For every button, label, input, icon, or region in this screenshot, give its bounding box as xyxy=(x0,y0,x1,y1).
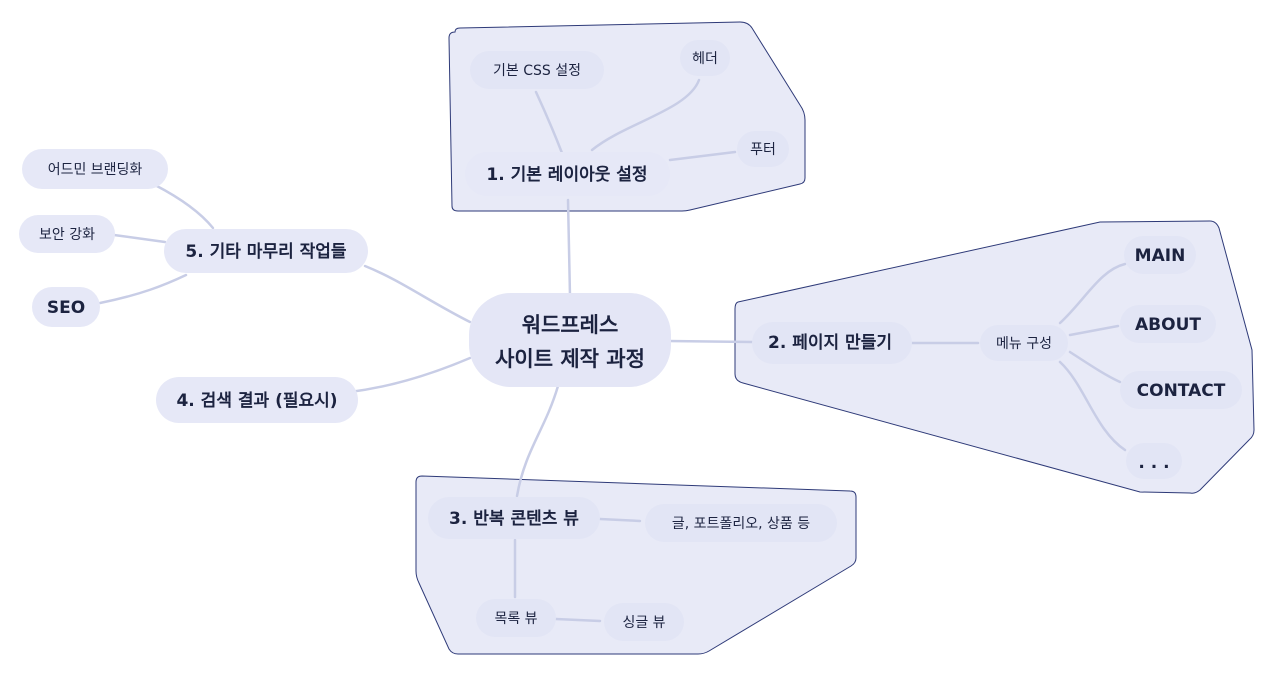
edge-branch1-footer xyxy=(668,150,737,162)
branch1-label: 1. 기본 레이아웃 설정 xyxy=(486,165,647,185)
edge-menu-more xyxy=(1058,360,1127,452)
branch4-label: 4. 검색 결과 (필요시) xyxy=(176,391,337,411)
branch1-footer-label: 푸터 xyxy=(750,142,776,158)
branch4-node[interactable]: 4. 검색 결과 (필요시) xyxy=(156,377,358,423)
branch1-header-label: 헤더 xyxy=(692,51,718,67)
branch1-header-node[interactable]: 헤더 xyxy=(680,40,730,76)
edge-root-branch1 xyxy=(566,198,572,298)
menu-item-about-label: ABOUT xyxy=(1135,315,1201,335)
branch5-node[interactable]: 5. 기타 마무리 작업들 xyxy=(164,229,368,273)
branch1-node[interactable]: 1. 기본 레이아웃 설정 xyxy=(465,152,670,196)
edge-root-branch5 xyxy=(363,264,472,324)
branch2-node[interactable]: 2. 페이지 만들기 xyxy=(752,322,912,364)
root-node[interactable]: 워드프레스 사이트 제작 과정 xyxy=(469,293,671,387)
branch5-label: 5. 기타 마무리 작업들 xyxy=(185,242,347,262)
edge-root-branch3 xyxy=(515,384,560,498)
branch5-seo-label: SEO xyxy=(47,298,85,318)
edge-list-single xyxy=(554,617,602,623)
edge-branch1-header xyxy=(590,78,701,152)
edge-menu-main xyxy=(1058,262,1127,325)
menu-item-contact-label: CONTACT xyxy=(1137,381,1226,401)
edge-menu-contact xyxy=(1068,350,1122,384)
branch5-admin-node[interactable]: 어드민 브랜딩화 xyxy=(22,149,168,189)
edge-branch1-css xyxy=(534,90,564,155)
branch3-single-node[interactable]: 싱글 뷰 xyxy=(604,603,684,641)
branch3-label: 3. 반복 콘텐츠 뷰 xyxy=(449,509,579,529)
branch3-types-node[interactable]: 글, 포트폴리오, 상품 등 xyxy=(645,504,837,542)
branch3-list-label: 목록 뷰 xyxy=(494,611,537,627)
branch2-menu-label: 메뉴 구성 xyxy=(996,336,1052,352)
edge-branch5-security xyxy=(112,233,167,244)
branch5-security-node[interactable]: 보안 강화 xyxy=(19,215,115,253)
menu-item-more[interactable]: . . . xyxy=(1126,443,1182,479)
branch5-security-label: 보안 강화 xyxy=(39,227,95,243)
edge-root-branch4 xyxy=(348,356,472,394)
branch1-css-label: 기본 CSS 설정 xyxy=(493,63,581,79)
branch2-label: 2. 페이지 만들기 xyxy=(768,333,892,353)
edge-menu-about xyxy=(1068,324,1120,337)
root-title-line1: 워드프레스 xyxy=(522,313,619,337)
edge-branch3-types xyxy=(598,517,642,523)
root-title-line2: 사이트 제작 과정 xyxy=(495,347,645,371)
branch5-seo-node[interactable]: SEO xyxy=(32,287,100,327)
menu-item-contact[interactable]: CONTACT xyxy=(1120,371,1242,409)
menu-item-more-label: . . . xyxy=(1138,453,1169,473)
branch1-footer-node[interactable]: 푸터 xyxy=(737,131,789,167)
menu-item-about[interactable]: ABOUT xyxy=(1120,305,1216,343)
branch3-types-label: 글, 포트폴리오, 상품 등 xyxy=(672,516,810,532)
branch3-single-label: 싱글 뷰 xyxy=(622,615,665,631)
edge-branch5-seo xyxy=(98,273,188,305)
branch2-menu-node[interactable]: 메뉴 구성 xyxy=(980,325,1068,361)
branch3-list-node[interactable]: 목록 뷰 xyxy=(476,599,556,637)
branch1-css-node[interactable]: 기본 CSS 설정 xyxy=(470,51,604,89)
edge-branch5-admin xyxy=(153,183,215,230)
edge-root-branch2 xyxy=(666,339,754,344)
branch3-node[interactable]: 3. 반복 콘텐츠 뷰 xyxy=(428,497,600,539)
branch5-admin-label: 어드민 브랜딩화 xyxy=(48,162,143,178)
menu-item-main-label: MAIN xyxy=(1135,246,1186,266)
menu-item-main[interactable]: MAIN xyxy=(1124,236,1196,274)
